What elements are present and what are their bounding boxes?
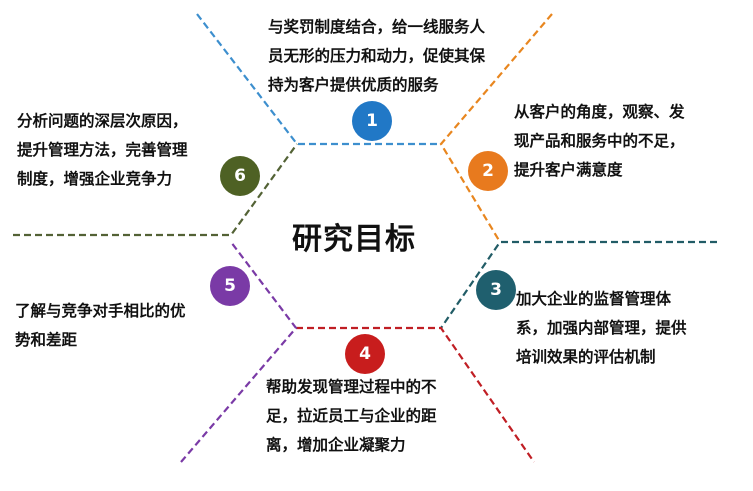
goal-2-text: 从客户的角度，观察、发 现产品和服务中的不足， 提升客户满意度 bbox=[514, 98, 685, 185]
goal-5-badge: 5 bbox=[210, 266, 250, 306]
goal-4-connector bbox=[296, 326, 535, 463]
goal-3-text: 加大企业的监督管理体 系，加强内部管理，提供 培训效果的评估机制 bbox=[516, 285, 687, 372]
goal-4-badge: 4 bbox=[345, 334, 385, 374]
goal-2-line: 从客户的角度，观察、发 bbox=[514, 103, 685, 121]
goal-1-line: 持为客户提供优质的服务 bbox=[268, 76, 439, 94]
goal-3-line: 培训效果的评估机制 bbox=[516, 348, 656, 366]
goal-6-connector bbox=[13, 143, 298, 237]
goal-2-line: 现产品和服务中的不足， bbox=[514, 132, 685, 150]
goal-1-line: 与奖罚制度结合，给一线服务人 bbox=[268, 18, 486, 36]
goal-1-text: 与奖罚制度结合，给一线服务人 员无形的压力和动力，促使其保 持为客户提供优质的服… bbox=[268, 13, 485, 100]
goal-6-line: 分析问题的深层次原因， bbox=[17, 112, 188, 130]
goal-6-line: 提升管理方法，完善管理 bbox=[17, 141, 188, 159]
diagram-title: 研究目标 bbox=[292, 222, 416, 257]
goal-3-line: 加大企业的监督管理体 bbox=[516, 290, 672, 308]
goal-5-line: 了解与竞争对手相比的优 bbox=[15, 302, 186, 320]
goal-5-line: 势和差距 bbox=[15, 331, 78, 349]
goal-4-line: 足，拉近员工与企业的距 bbox=[266, 407, 437, 425]
goal-5-text: 了解与竞争对手相比的优 势和差距 bbox=[15, 297, 186, 355]
goal-3-badge: 3 bbox=[476, 270, 516, 310]
goal-3-line: 系，加强内部管理，提供 bbox=[516, 319, 687, 337]
goal-6-badge: 6 bbox=[220, 156, 260, 196]
goal-1-badge: 1 bbox=[352, 101, 392, 141]
goal-2-line: 提升客户满意度 bbox=[514, 161, 623, 179]
goal-6-line: 制度，增强企业竞争力 bbox=[17, 170, 173, 188]
goal-2-connector bbox=[439, 13, 553, 243]
goal-4-text: 帮助发现管理过程中的不 足，拉近员工与企业的距 离，增加企业凝聚力 bbox=[266, 373, 437, 460]
goal-4-line: 离，增加企业凝聚力 bbox=[266, 436, 406, 454]
goal-3-connector bbox=[440, 240, 717, 329]
goal-1-line: 员无形的压力和动力，促使其保 bbox=[268, 47, 486, 65]
goal-5-connector bbox=[180, 241, 298, 463]
goal-2-badge: 2 bbox=[468, 151, 508, 191]
goal-4-line: 帮助发现管理过程中的不 bbox=[266, 378, 437, 396]
goal-6-text: 分析问题的深层次原因， 提升管理方法，完善管理 制度，增强企业竞争力 bbox=[17, 107, 188, 194]
